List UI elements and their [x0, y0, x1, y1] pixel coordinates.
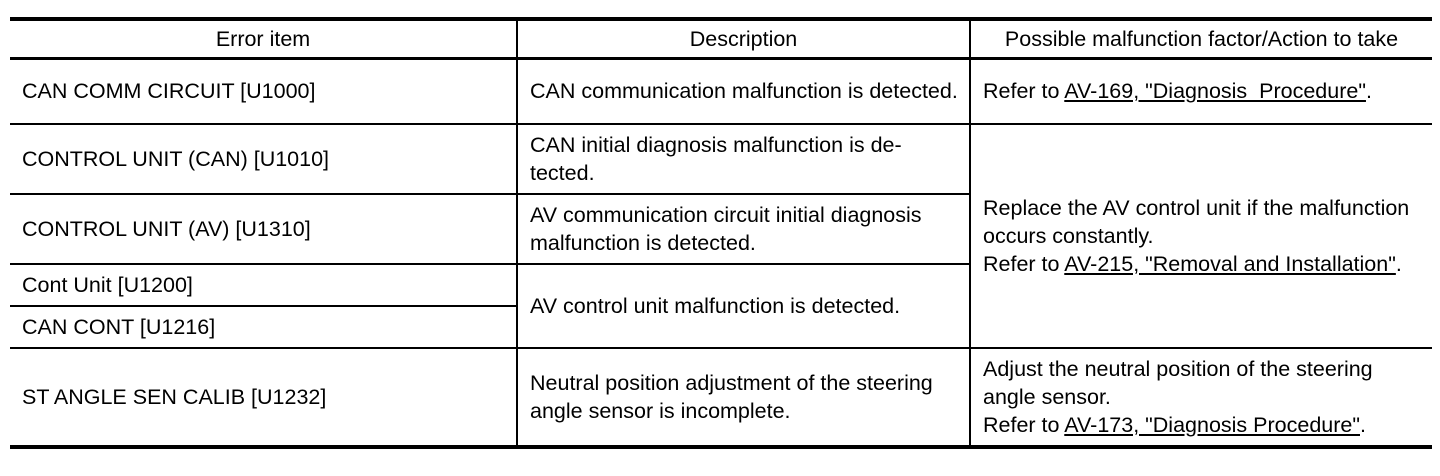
table-row-u1000: CAN COMM CIRCUIT [U1000] CAN communicati…: [10, 57, 1432, 125]
table-row-u1200: Cont Unit [U1200] AV control unit malfun…: [10, 262, 1432, 349]
cell-description-u1310: AV communication circuit initial diagnos…: [516, 192, 970, 265]
cell-error-item-u1216: CAN CONT [U1216]: [10, 304, 517, 349]
cell-error-item-u1200: Cont Unit [U1200]: [10, 262, 518, 307]
cell-error-item-u1000: CAN COMM CIRCUIT [U1000]: [10, 57, 518, 125]
action-prefix-text: Refer to: [983, 412, 1065, 437]
action-suffix-text: .: [1360, 412, 1366, 437]
action-prefix-text: Refer to: [983, 79, 1065, 104]
cell-action-u1000: Refer to AV-169, "Diagnosis Procedure".: [969, 57, 1432, 125]
table-row-u1216: CAN CONT [U1216]: [10, 304, 1432, 349]
action-text: Adjust the neutral position of the steer…: [983, 356, 1373, 409]
cell-error-item-u1310: CONTROL UNIT (AV) [U1310]: [10, 192, 518, 265]
column-header-description: Description: [516, 18, 971, 60]
dtc-table: Error item Description Possible malfunct…: [10, 17, 1432, 449]
cell-description-u1000: CAN communication malfunction is de­tect…: [516, 57, 971, 125]
cell-action-merged-u1010-u1216: Replace the AV control unit if the malfu…: [969, 122, 1432, 349]
cell-action-u1232: Adjust the neutral position of the steer…: [969, 346, 1432, 448]
cell-error-item-u1010: CONTROL UNIT (CAN) [U1010]: [10, 122, 518, 195]
action-suffix-text: .: [1395, 251, 1402, 276]
action-prefix-text: Refer to: [983, 251, 1065, 276]
cell-description-u1010: CAN initial diagnosis malfunction is de­…: [516, 122, 971, 195]
table-row-u1232: ST ANGLE SEN CALIB [U1232] Neutral posit…: [10, 346, 1432, 448]
action-paragraph: Refer to AV-173, "Diagnosis Procedure".: [983, 411, 1422, 439]
link-av-173-diagnosis-procedure[interactable]: AV-173, "Diagnosis Procedure": [1064, 412, 1360, 437]
link-av-169-diagnosis-procedure[interactable]: AV-169, "Diagnosis Procedure": [1064, 79, 1366, 104]
action-text: Replace the AV control unit if the malfu…: [983, 195, 1410, 248]
cell-error-item-u1232: ST ANGLE SEN CALIB [U1232]: [10, 346, 518, 448]
action-paragraph: Refer to AV-215, "Removal and Installa­t…: [983, 250, 1422, 278]
action-suffix-text: .: [1365, 79, 1372, 104]
cell-description-merged-u1200-u1216: AV control unit malfunction is detected.: [516, 262, 970, 349]
column-header-action: Possible malfunction factor/Action to ta…: [969, 18, 1432, 60]
link-av-215-removal-and-installation[interactable]: AV-215, "Removal and Installa­tion": [1064, 251, 1396, 276]
table-row-u1010: CONTROL UNIT (CAN) [U1010] CAN initial d…: [10, 122, 1432, 349]
action-paragraph: Refer to AV-169, "Diagnosis Procedure".: [983, 77, 1422, 105]
header-row: Error item Description Possible malfunct…: [10, 18, 1432, 60]
column-header-error-item: Error item: [10, 18, 518, 60]
table-row-u1310: CONTROL UNIT (AV) [U1310] AV communicati…: [10, 192, 1432, 265]
cell-description-u1232: Neutral position adjustment of the steer…: [516, 346, 971, 448]
